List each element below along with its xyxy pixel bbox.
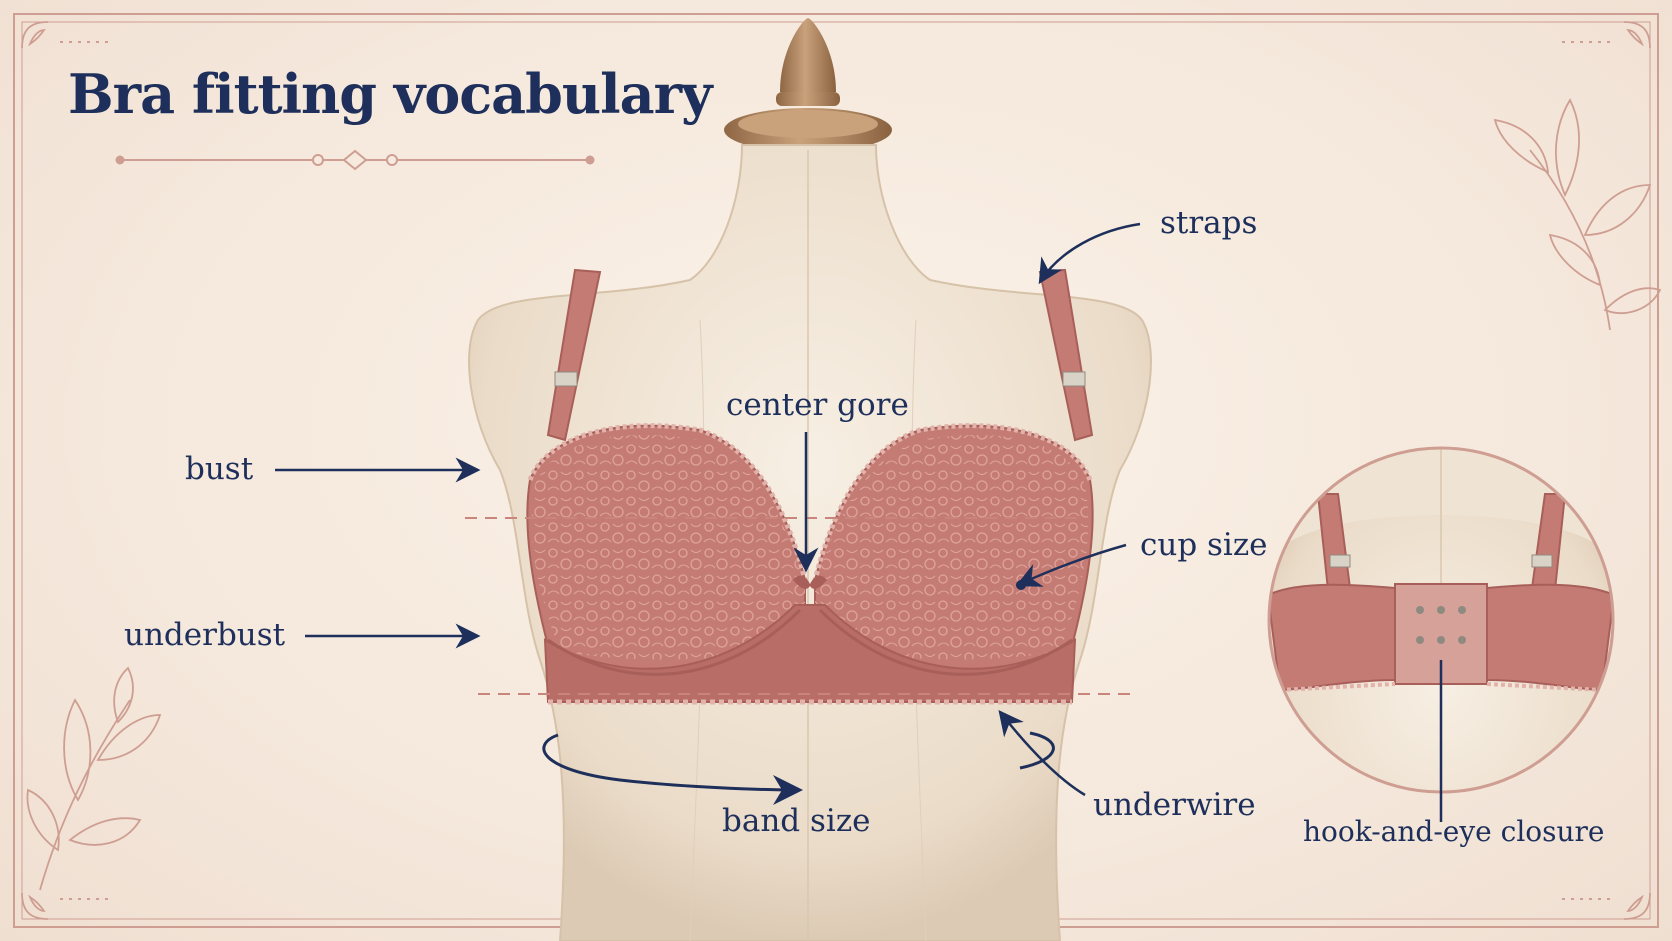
label-underbust: underbust [124, 617, 286, 653]
leaf-sprig-icon [26, 666, 162, 891]
title-ornament [115, 149, 595, 171]
leaf-sprig-icon [1493, 98, 1662, 331]
label-hook-and-eye-closure: hook-and-eye closure [1303, 815, 1605, 848]
band-size-loop [542, 731, 1055, 805]
label-band-size: band size [722, 803, 871, 839]
corner-flourish-icon [21, 21, 1651, 920]
annotation-arrows [275, 222, 1443, 822]
label-bust: bust [185, 451, 254, 487]
measurement-guides [465, 517, 1130, 695]
dress-form-illustration [468, 18, 1152, 941]
bra-front-illustration [526, 268, 1094, 705]
label-cup-size: cup size [1140, 527, 1268, 563]
label-straps: straps [1160, 205, 1258, 241]
page-title: Bra fitting vocabulary [68, 62, 712, 126]
label-center-gore: center gore [726, 387, 909, 423]
label-underwire: underwire [1093, 787, 1256, 823]
